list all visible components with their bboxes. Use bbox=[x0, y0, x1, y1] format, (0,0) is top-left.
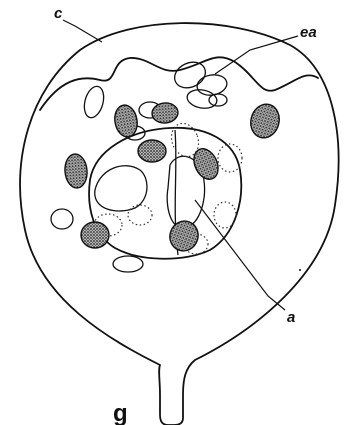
stippled-body-5 bbox=[64, 153, 89, 189]
inner-vacuole-left bbox=[95, 166, 147, 211]
leader-line-ea bbox=[215, 36, 298, 74]
elaioplast-3 bbox=[186, 88, 219, 111]
cytoplasm-boundary bbox=[40, 57, 318, 110]
elaioplast-6 bbox=[51, 209, 73, 229]
label-ea: ea bbox=[300, 24, 317, 41]
label-c: c bbox=[54, 5, 63, 22]
leader-line-a bbox=[195, 200, 285, 310]
stray-dot bbox=[299, 269, 301, 271]
stippled-body-2 bbox=[151, 102, 179, 124]
stippled-body-8 bbox=[166, 217, 203, 255]
elaioplast-4 bbox=[209, 94, 227, 106]
dotted-body-4 bbox=[128, 205, 152, 225]
elaioplast-7 bbox=[113, 256, 143, 272]
stippled-body-4 bbox=[138, 140, 166, 162]
stippled-body-3 bbox=[247, 101, 283, 141]
label-g: g bbox=[113, 400, 128, 425]
leader-line-c bbox=[63, 20, 102, 42]
stippled-body-7 bbox=[81, 222, 109, 248]
stippled-body-6 bbox=[189, 145, 222, 183]
stippled-body-1 bbox=[112, 103, 139, 138]
elaioplast-1 bbox=[170, 57, 209, 92]
elaioplast-5 bbox=[81, 84, 107, 120]
label-a: a bbox=[287, 309, 295, 326]
